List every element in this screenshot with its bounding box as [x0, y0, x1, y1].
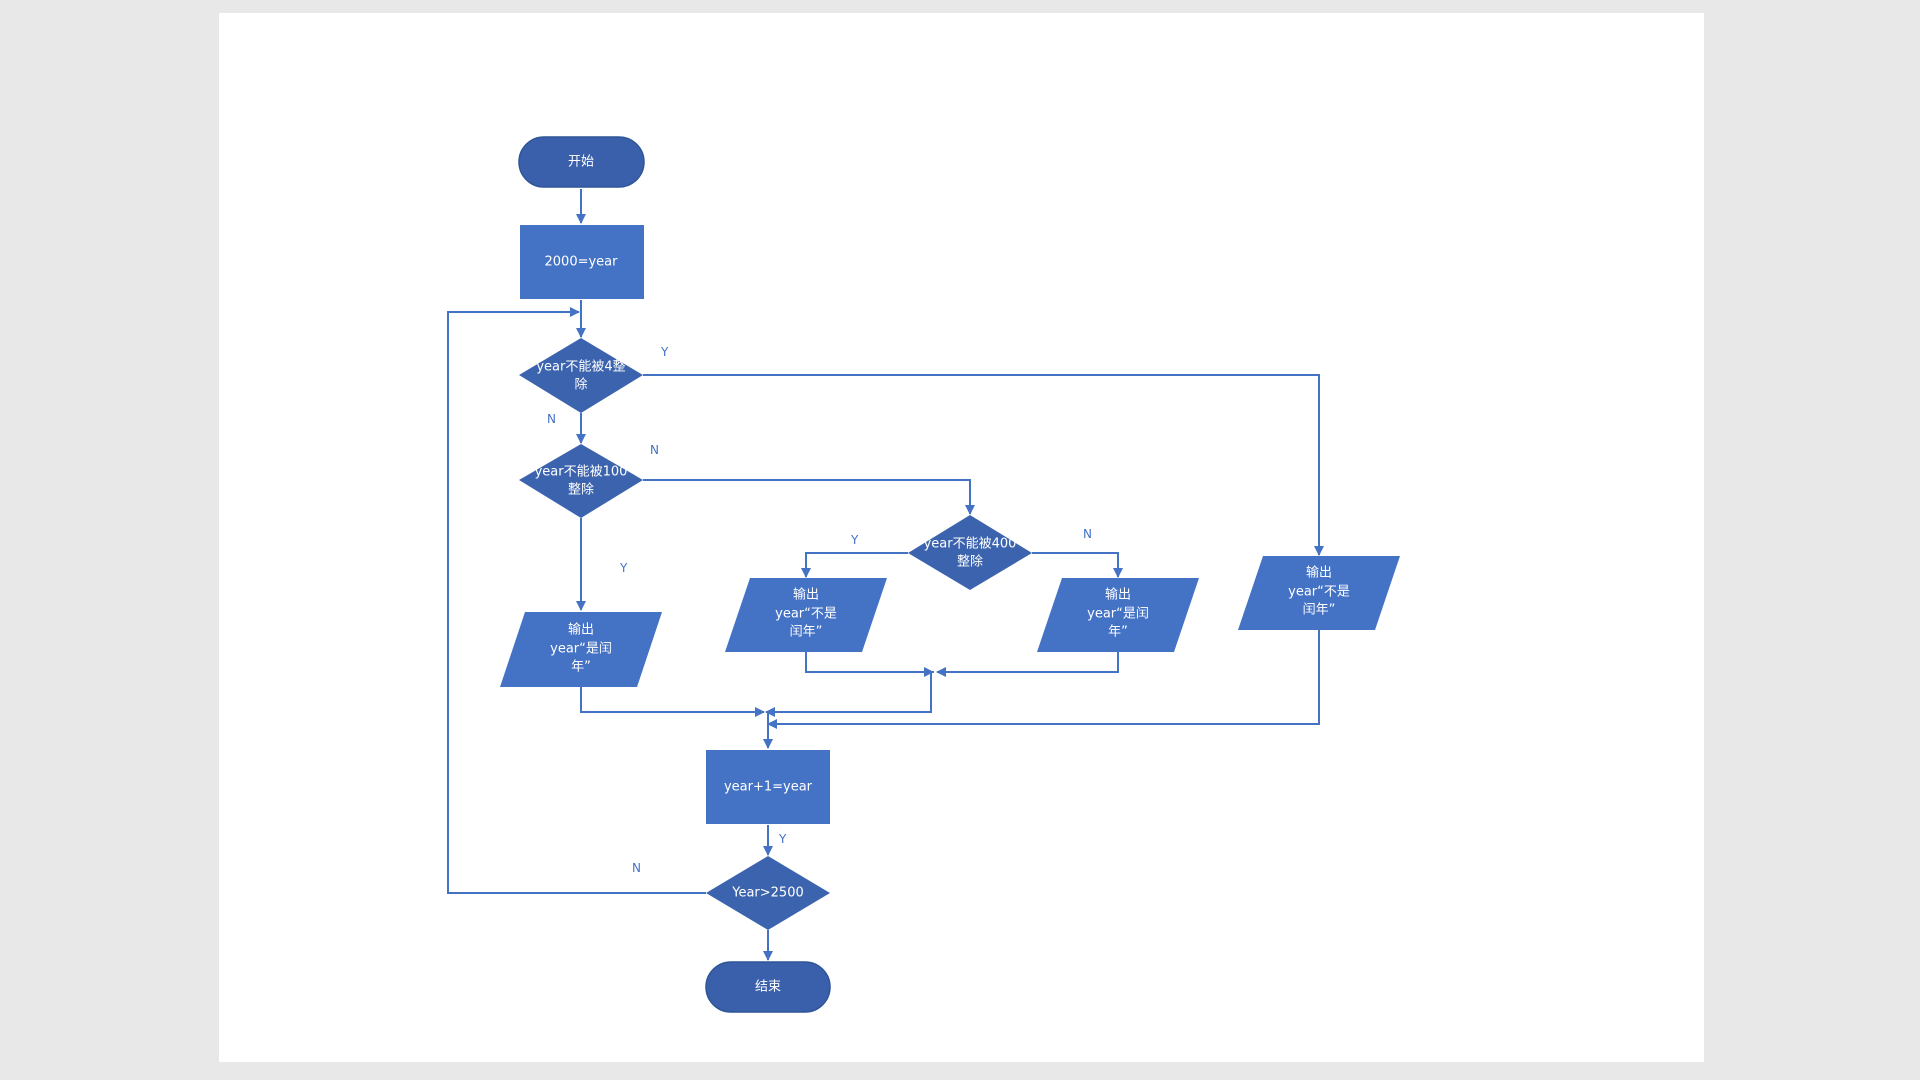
diagram-page: 开始 2000=year year不能被4整 除 year不能被100 整除 y… — [219, 13, 1704, 1062]
terminal-start-label: 开始 — [568, 155, 594, 170]
decision-div100-label-2: 整除 — [568, 483, 594, 498]
decision-div400-label: year不能被400 — [924, 537, 1017, 552]
decision-div4-label: year不能被4整 — [536, 360, 625, 375]
edge-leap-left-merge — [580, 687, 765, 717]
decision-div100-label: year不能被100 — [535, 465, 628, 480]
terminal-end: 结束 — [705, 961, 831, 1013]
edge-notleap-mid-merge — [805, 652, 934, 673]
edge-div400-no — [1032, 552, 1123, 578]
label-div400-yes: Y — [850, 533, 859, 547]
label-div100-yes: Y — [619, 561, 628, 575]
edge-loop-back — [447, 307, 706, 894]
output-notleap-right-line-3: 闰年” — [1303, 603, 1336, 618]
output-notleap-mid-line-1: 输出 — [793, 587, 819, 603]
edge-leap-mid-merge — [936, 652, 1119, 677]
decision-check-end-label: Year>2500 — [731, 886, 804, 901]
process-increment-label: year+1=year — [724, 780, 813, 795]
label-loop-back-n: N — [632, 861, 641, 875]
output-notleap-right-line-1: 输出 — [1306, 565, 1332, 581]
edge-div4-yes — [643, 374, 1324, 556]
output-leap-mid: 输出 year“是闰 年” — [1037, 578, 1199, 652]
label-div400-no: N — [1083, 527, 1092, 541]
output-leap-left-line-1: 输出 — [568, 622, 594, 638]
output-leap-left-line-3: 年” — [571, 660, 591, 675]
process-increment: year+1=year — [706, 750, 830, 824]
output-notleap-mid-line-3: 闰年” — [790, 625, 823, 640]
output-leap-mid-line-1: 输出 — [1105, 587, 1131, 603]
terminal-start: 开始 — [518, 136, 645, 188]
decision-div400: year不能被400 整除 — [908, 515, 1032, 590]
decision-div400-label-2: 整除 — [957, 555, 983, 570]
edge-notleap-right-merge — [767, 630, 1320, 729]
edge-labels: Y N N Y Y N Y N — [547, 345, 1092, 875]
output-leap-left-line-2: year“是闰 — [550, 642, 612, 657]
leap-year-flowchart: 开始 2000=year year不能被4整 除 year不能被100 整除 y… — [447, 136, 1400, 1013]
terminal-end-label: 结束 — [755, 980, 781, 995]
edge-div100-no — [643, 479, 975, 515]
edge-mid-merge-down — [765, 672, 932, 717]
edge-div400-yes — [801, 552, 908, 578]
output-notleap-right-line-2: year“不是 — [1288, 585, 1350, 600]
label-div4-no: N — [547, 412, 556, 426]
label-div100-no: N — [650, 443, 659, 457]
process-init: 2000=year — [520, 225, 644, 299]
output-leap-left: 输出 year“是闰 年” — [500, 612, 662, 687]
output-notleap-right: 输出 year“不是 闰年” — [1238, 556, 1400, 630]
decision-div100: year不能被100 整除 — [519, 444, 643, 518]
decision-div4-label-2: 除 — [574, 378, 587, 393]
decision-check-end: Year>2500 — [706, 856, 830, 930]
output-leap-mid-line-2: year“是闰 — [1087, 607, 1149, 622]
connectors — [447, 189, 1324, 961]
output-notleap-mid: 输出 year“不是 闰年” — [725, 578, 887, 652]
process-init-label: 2000=year — [545, 255, 619, 270]
decision-div4: year不能被4整 除 — [519, 338, 643, 413]
output-notleap-mid-line-2: year“不是 — [775, 607, 837, 622]
label-increment-y: Y — [778, 832, 787, 846]
label-div4-yes: Y — [660, 345, 669, 359]
output-leap-mid-line-3: 年” — [1108, 625, 1128, 640]
